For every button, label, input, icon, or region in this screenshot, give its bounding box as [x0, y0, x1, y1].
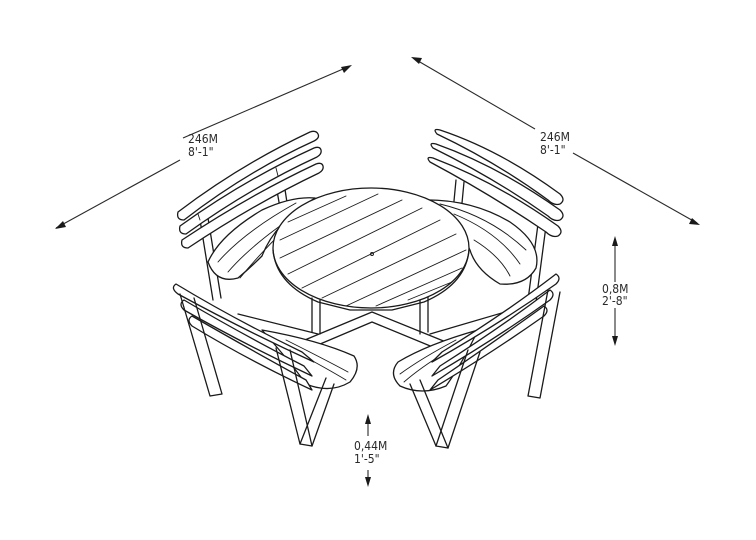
dimension-label-right-metric: 246M [540, 130, 570, 144]
dimension-line-right-lower [572, 152, 698, 224]
table-slat-line [287, 207, 423, 275]
bench-leg [527, 289, 561, 399]
cross-brace [237, 309, 513, 335]
backrest-rail [431, 273, 560, 363]
backrest-rail [172, 283, 315, 363]
backrest-rail [427, 156, 562, 238]
table-frame [237, 295, 513, 351]
dimension-label-left-metric: 246M [188, 132, 218, 146]
table-slat-line [301, 219, 441, 289]
arrowhead-height-bottom [612, 336, 618, 346]
table-top-edge [272, 249, 470, 311]
table-slat-line [287, 195, 347, 223]
bench-leg [275, 347, 313, 447]
arrowhead-seat-bottom [365, 477, 371, 487]
dimension-seat-height: 0,44M 1'-5" [354, 414, 387, 487]
bench-front-left [172, 283, 358, 447]
table-leg [419, 295, 429, 335]
bench-leg [179, 293, 223, 397]
table-slat-line [375, 267, 463, 307]
dimension-line-left-lower [55, 159, 181, 229]
cross-brace [299, 311, 447, 351]
arrowhead-seat-top [365, 414, 371, 424]
backrest-rail [431, 289, 554, 377]
dimension-width-right: 246M 8'-1" [411, 57, 700, 225]
backrest-rail [434, 128, 564, 206]
umbrella-hole [370, 252, 374, 256]
dimension-table-height: 0,8M 0,8M 2'-8" [602, 236, 628, 346]
dimension-width-left: 246M 8'-1" [55, 65, 352, 229]
table-top-slats [279, 193, 467, 307]
bench-back-right [417, 128, 564, 303]
arrowhead-left-bottom [55, 221, 66, 229]
backrest-rail [180, 162, 324, 249]
arrowhead-height-top [612, 236, 618, 246]
arrowhead-right-bottom [689, 218, 700, 225]
table-slat-line [279, 193, 379, 241]
backrest-rail [430, 142, 564, 222]
table-leg [311, 297, 321, 335]
bench-leg [409, 379, 449, 449]
table-slat-line [345, 249, 467, 307]
dimension-label-table-height-metric: 0,8M [602, 282, 628, 296]
table-top-surface [272, 187, 470, 309]
dimension-label-table-height-imperial: 2'-8" [602, 294, 628, 308]
backrest-rail [429, 305, 548, 391]
dimension-line-left-upper [182, 65, 351, 139]
bench-leg [435, 349, 481, 449]
dimension-label-seat-metric: 0,44M [354, 439, 387, 453]
table-slat-line [279, 199, 403, 259]
table-slat-line [407, 281, 453, 301]
dimension-label-right-imperial: 8'-1" [540, 143, 566, 157]
dimension-label-seat-imperial: 1'-5" [354, 452, 380, 466]
backrest-rail [176, 130, 320, 221]
backrest-rail [178, 146, 322, 235]
arrowhead-right-top [411, 57, 422, 64]
bench-leg [299, 377, 335, 447]
bench-back-left [176, 130, 324, 301]
table-top [272, 187, 470, 311]
backrest-rail [180, 299, 313, 377]
dimension-line-right-upper [412, 57, 536, 130]
bench-front-right [392, 273, 561, 449]
table-slat-line [321, 233, 457, 299]
dimension-label-left-imperial: 8'-1" [188, 145, 214, 159]
arrowhead-left-top [341, 65, 352, 73]
